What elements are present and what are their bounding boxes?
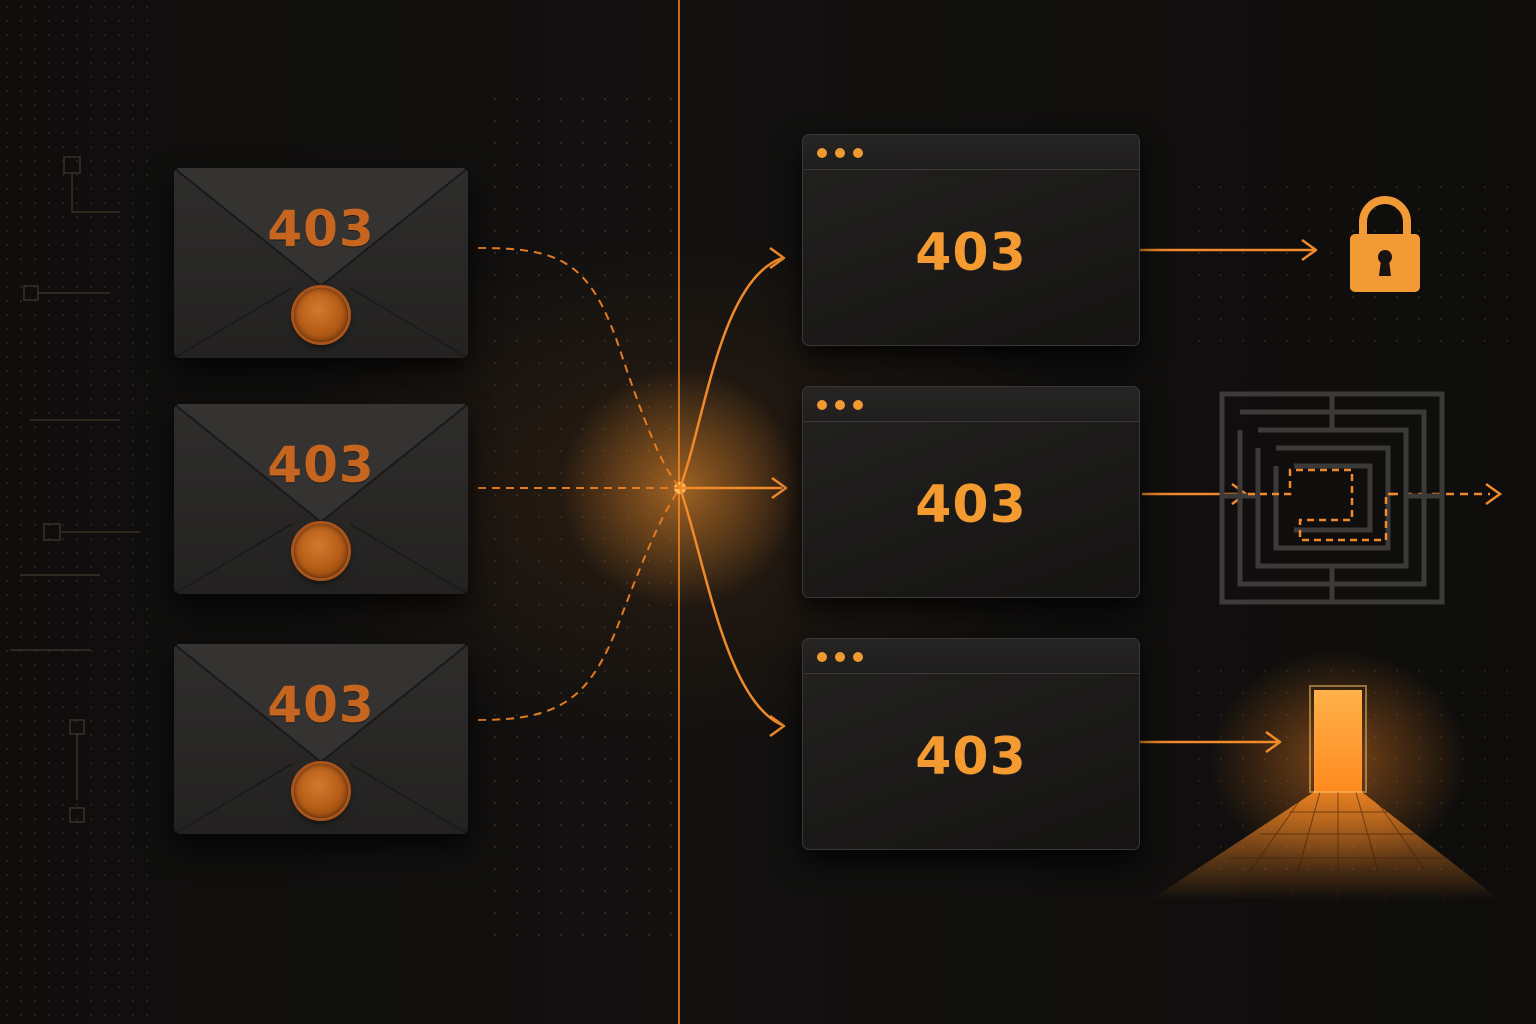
window-dot-icon — [853, 148, 863, 158]
envelope-status-code: 403 — [267, 676, 375, 734]
envelope-1: 403 — [174, 168, 468, 358]
window-title-bar — [803, 387, 1139, 422]
window-dot-icon — [853, 652, 863, 662]
window-title-bar — [803, 639, 1139, 674]
lock-icon — [1350, 196, 1420, 292]
glowing-doorway-icon — [1150, 650, 1500, 901]
wax-seal-icon — [294, 764, 348, 818]
window-dot-icon — [853, 400, 863, 410]
window-title-bar — [803, 135, 1139, 170]
envelope-2: 403 — [174, 404, 468, 594]
window-status-code: 403 — [915, 223, 1027, 283]
envelope-status-code: 403 — [267, 436, 375, 494]
maze-icon — [1219, 391, 1445, 605]
envelope-3: 403 — [174, 644, 468, 834]
window-dot-icon — [835, 148, 845, 158]
window-dot-icon — [817, 148, 827, 158]
window-status-code: 403 — [915, 727, 1027, 787]
browser-window-1: 403 — [802, 134, 1140, 346]
browser-window-2: 403 — [802, 386, 1140, 598]
envelope-status-code: 403 — [267, 200, 375, 258]
wax-seal-icon — [294, 288, 348, 342]
browser-window-3: 403 — [802, 638, 1140, 850]
window-status-code: 403 — [915, 475, 1027, 535]
window-dot-icon — [835, 652, 845, 662]
window-dot-icon — [817, 652, 827, 662]
window-dot-icon — [835, 400, 845, 410]
window-dot-icon — [817, 400, 827, 410]
wax-seal-icon — [294, 524, 348, 578]
